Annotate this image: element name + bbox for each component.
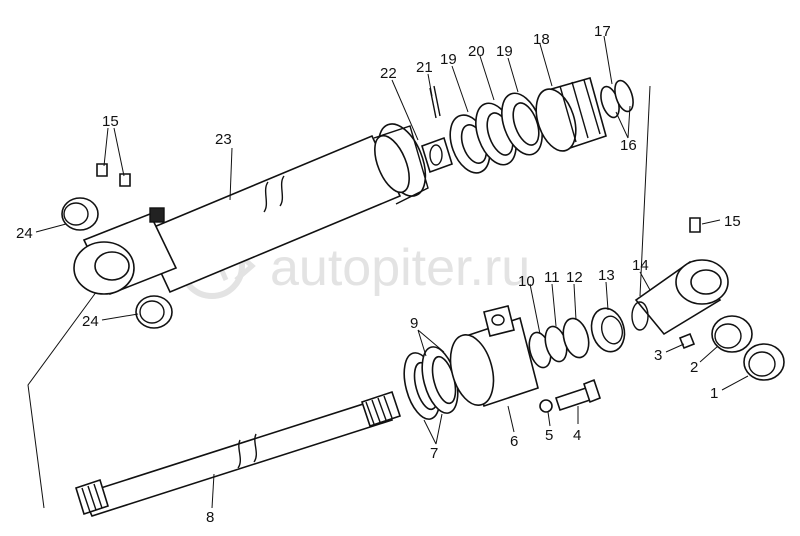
part-8-piston-rod	[75, 390, 402, 517]
part-23-cylinder-barrel	[73, 123, 429, 296]
part-24-bushing-upper	[61, 197, 99, 231]
callout-24-lower: 24	[82, 313, 99, 330]
part-24-bushing-lower	[135, 295, 173, 329]
callout-2: 2	[690, 359, 698, 376]
callout-24-upper: 24	[16, 225, 33, 242]
part-7-9-seals	[403, 346, 459, 420]
watermark: autopiter.ru	[179, 233, 530, 299]
part-18-piston	[535, 77, 607, 152]
part-2-bushing	[711, 315, 753, 353]
callout-13: 13	[598, 267, 615, 284]
callout-10: 10	[518, 273, 535, 290]
part-19-20-seal-rings	[449, 92, 543, 174]
callout-9: 9	[410, 315, 418, 332]
callout-23: 23	[215, 131, 232, 148]
callout-labels: 23 15 24 24 22 21 19 20 19 18 17 16 15 1…	[16, 23, 741, 526]
part-14-rod-eye	[631, 259, 729, 336]
callout-1: 1	[710, 385, 718, 402]
part-15-grease-fitting-right	[689, 217, 701, 233]
callout-14: 14	[632, 257, 649, 274]
part-4-bolt	[554, 378, 601, 412]
callout-12: 12	[566, 269, 583, 286]
callout-6: 6	[510, 433, 518, 450]
callout-20: 20	[468, 43, 485, 60]
part-10-13-rings	[528, 307, 626, 369]
assembly-frame	[27, 85, 651, 509]
part-16-17-rings	[600, 79, 634, 119]
watermark-text: autopiter.ru	[270, 239, 530, 297]
callout-3: 3	[654, 347, 662, 364]
callout-5: 5	[545, 427, 553, 444]
callout-17: 17	[594, 23, 611, 40]
part-22-nut	[421, 136, 453, 174]
callout-15-left: 15	[102, 113, 119, 130]
part-1-bushing	[743, 343, 785, 381]
callout-16: 16	[620, 137, 637, 154]
callout-19-left: 19	[440, 51, 457, 68]
leader-lines	[35, 35, 749, 509]
part-15-grease-fittings	[96, 163, 131, 187]
part-5-washer	[539, 399, 553, 413]
callout-8: 8	[206, 509, 214, 526]
callout-7: 7	[430, 445, 438, 462]
callout-11: 11	[544, 269, 560, 286]
callout-4: 4	[573, 427, 581, 444]
part-6-gland	[449, 305, 539, 408]
callout-15-right: 15	[724, 213, 741, 230]
callout-21: 21	[416, 59, 433, 76]
callout-18: 18	[533, 31, 550, 48]
part-3-grease-fitting	[678, 332, 696, 350]
callout-19-right: 19	[496, 43, 513, 60]
callout-22: 22	[380, 65, 397, 82]
